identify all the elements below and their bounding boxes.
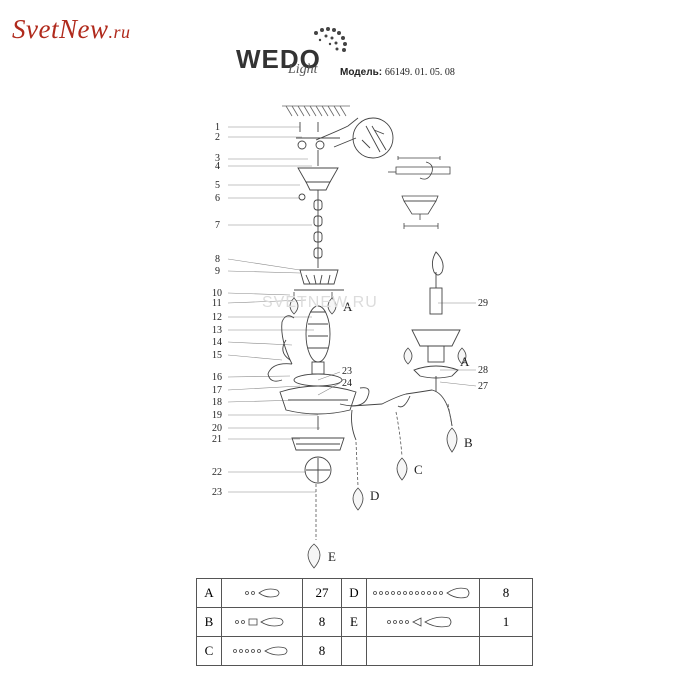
part-number: 3 [215, 153, 220, 164]
legend-quantity [479, 636, 533, 666]
part-number: 12 [212, 312, 222, 323]
candle [411, 251, 461, 392]
pendant-b-icon [235, 617, 284, 627]
part-number: 24 [342, 378, 352, 389]
chandelier-column [279, 269, 357, 484]
pendant-letter-b: B [464, 435, 473, 450]
model-label: Модель: 66149. 01. 05. 08 [340, 67, 455, 78]
legend-pendant-image [221, 636, 303, 666]
part-number: 8 [215, 254, 220, 265]
legend-row: A 27 D 8 [196, 578, 533, 608]
part-number: 5 [215, 180, 220, 191]
brand-subtitle: Light [288, 62, 318, 77]
pendant-c-icon [233, 646, 288, 656]
ceiling-hatch [282, 105, 350, 117]
part-number: 17 [212, 385, 222, 396]
part-number: 7 [215, 220, 220, 231]
part-number: 29 [478, 298, 488, 309]
part-number: 16 [212, 372, 222, 383]
part-number: 4 [215, 161, 220, 172]
part-number: 21 [212, 434, 222, 445]
brand-swirl-icon [314, 27, 347, 52]
legend-quantity: 27 [302, 578, 342, 608]
pendant-letter-d: D [370, 488, 379, 503]
watermark: SVETNEW.RU [262, 294, 378, 311]
pendant-letter-c: C [414, 462, 423, 477]
crystal-pendants [289, 292, 467, 569]
main-chain [313, 190, 323, 268]
part-number: 23 [342, 366, 352, 377]
pendant-letters: A A B C D E [328, 299, 473, 564]
legend-code: E [341, 607, 367, 637]
brand-logo: WEDO Light [236, 44, 321, 77]
legend-code: D [341, 578, 367, 608]
part-number: 10 [212, 288, 222, 299]
part-number: 6 [215, 193, 220, 204]
part-number: 13 [212, 325, 222, 336]
legend-row: C 8 [196, 636, 533, 666]
legend-code [341, 636, 367, 666]
pendant-legend-table: A 27 D 8 B 8 E 1 C 8 [196, 578, 533, 666]
pendant-letter-e: E [328, 549, 336, 564]
part-number: 15 [212, 350, 222, 361]
pendant-letter-a: A [343, 299, 353, 314]
ceiling-canopy [296, 117, 359, 201]
legend-quantity: 8 [302, 636, 342, 666]
legend-quantity: 8 [302, 607, 342, 637]
part-number: 9 [215, 266, 220, 277]
part-number: 11 [212, 298, 222, 309]
pendant-a-icon [245, 588, 280, 598]
left-arm [267, 315, 295, 382]
part-number: 28 [478, 365, 488, 376]
part-number-labels: 1 2 3 4 5 6 7 8 9 10 11 12 13 14 15 16 1… [212, 122, 488, 498]
part-number: 27 [478, 381, 488, 392]
brand-word: WEDO [236, 44, 321, 74]
right-arm [339, 387, 453, 441]
part-number: 22 [212, 467, 222, 478]
part-number: 23 [212, 487, 222, 498]
part-number: 20 [212, 423, 222, 434]
legend-code: A [196, 578, 222, 608]
model-value: 66149. 01. 05. 08 [384, 67, 455, 78]
part-number: 1 [215, 122, 220, 133]
part-number: 14 [212, 337, 222, 348]
magnified-detail [333, 117, 394, 159]
legend-code: C [196, 636, 222, 666]
part-number: 2 [215, 132, 220, 143]
hook-detail [388, 156, 451, 229]
legend-pendant-image [366, 636, 480, 666]
legend-pendant-image [366, 607, 480, 637]
legend-pendant-image [221, 607, 303, 637]
pendant-letter-a: A [460, 354, 470, 369]
site-logo: SvetNew.ru [12, 14, 131, 44]
legend-quantity: 8 [479, 578, 533, 608]
legend-quantity: 1 [479, 607, 533, 637]
pendant-d-icon [373, 587, 470, 599]
legend-row: B 8 E 1 [196, 607, 533, 637]
part-number: 19 [212, 410, 222, 421]
part-number: 18 [212, 397, 222, 408]
pendant-e-icon [387, 616, 452, 628]
part-leader-lines [227, 126, 477, 493]
legend-pendant-image [221, 578, 303, 608]
legend-code: B [196, 607, 222, 637]
legend-pendant-image [366, 578, 480, 608]
bead-strands [315, 403, 453, 540]
